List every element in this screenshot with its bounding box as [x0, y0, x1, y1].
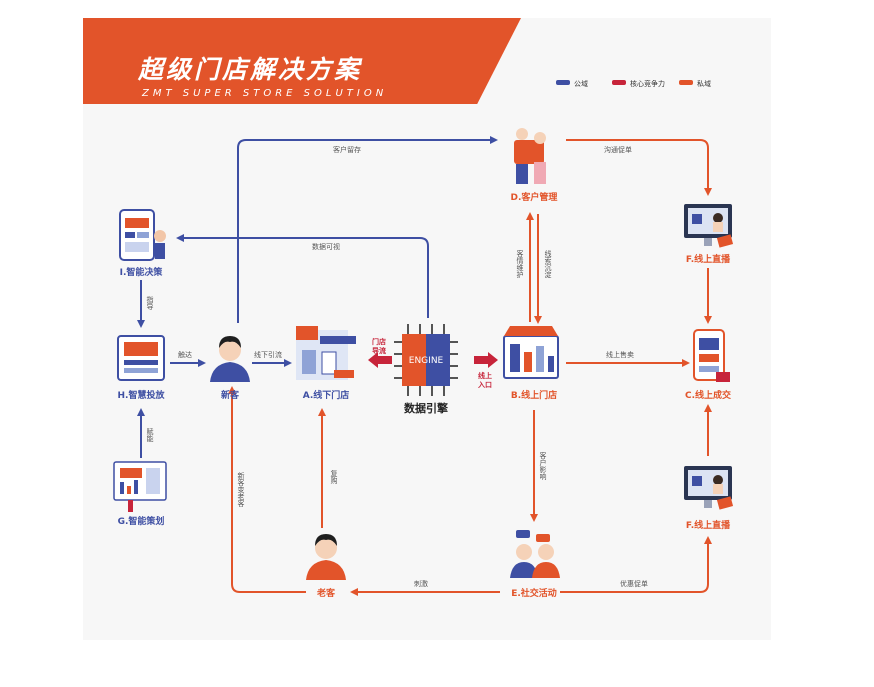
live-stream-top-icon [684, 204, 734, 248]
label-discount-promote: 优惠促单 [620, 579, 648, 588]
label-online-sale: 线上售卖 [606, 350, 634, 359]
page-title: 超级门店解决方案 [138, 55, 363, 84]
edge-data-visual [176, 234, 429, 318]
edge-discount-promote [560, 536, 712, 593]
engine-chip-icon [394, 324, 458, 396]
label-data-visual: 数据可视 [312, 242, 340, 251]
node-old-customer: 老客 [316, 587, 336, 599]
new-customer-avatar [210, 336, 250, 382]
label-lead-settle: 线索沉淀 [544, 249, 552, 279]
page-subtitle: ZMT SUPER STORE SOLUTION [142, 88, 388, 99]
node-live-top: F.线上直播 [686, 253, 731, 265]
smart-planning-icon [113, 461, 167, 512]
label-store-divert-1: 门店 [372, 337, 386, 346]
edge-new-to-old [228, 386, 306, 593]
social-activity-icon [510, 530, 560, 578]
node-online-deal: C.线上成交 [685, 389, 731, 401]
diagram-panel [83, 18, 771, 640]
smart-delivery-icon [117, 335, 165, 381]
label-store-divert-2: 导流 [372, 346, 386, 355]
label-online-entry-1: 线上 [478, 371, 492, 380]
label-new-to-old: 新客变老客 [237, 471, 245, 508]
edge-communicate-promote [566, 139, 712, 196]
legend-label-public: 公域 [574, 79, 588, 88]
label-stimulate: 刺激 [414, 579, 428, 588]
label-offline-lead: 线下引流 [254, 350, 282, 359]
label-customer-influence: 客户影响 [539, 451, 547, 481]
node-smart-delivery: H.智慧投放 [118, 389, 166, 401]
node-new-customer: 新客 [221, 389, 240, 401]
label-empower: 赋能 [146, 428, 154, 443]
divert-arrow-icon [368, 352, 392, 368]
legend-swatch-public [556, 80, 570, 85]
offline-store-icon [296, 326, 356, 380]
legend: 公域 核心竞争力 私域 [556, 79, 711, 88]
smart-decision-icon [119, 209, 166, 261]
edge-customer-retain [237, 136, 498, 323]
customer-mgmt-icon [514, 128, 546, 184]
node-smart-planning: G.智能策划 [118, 515, 165, 527]
node-offline-store: A.线下门店 [303, 389, 350, 401]
node-social: E.社交活动 [511, 587, 557, 599]
online-deal-icon [693, 329, 730, 382]
label-emotion-maintain: 客情维护 [516, 249, 524, 279]
node-engine: 数据引擎 [404, 401, 448, 415]
node-live-bottom: F.线上直播 [686, 519, 731, 531]
old-customer-avatar [306, 534, 346, 580]
label-guide: 指导 [146, 295, 154, 310]
node-online-store: B.线上门店 [511, 389, 557, 401]
live-stream-bottom-icon [684, 466, 734, 510]
label-reach: 触达 [178, 350, 192, 359]
header-banner [83, 18, 521, 104]
engine-chip-label: ENGINE [409, 356, 444, 366]
entry-arrow-icon [474, 352, 498, 368]
legend-label-private: 私域 [697, 79, 711, 88]
legend-swatch-core [612, 80, 626, 85]
label-customer-retain: 客户留存 [333, 145, 361, 154]
online-store-icon [503, 326, 559, 379]
label-online-entry-2: 入口 [477, 381, 492, 389]
label-repurchase: 复购 [330, 469, 338, 485]
node-customer-mgmt: D.客户管理 [511, 191, 558, 203]
node-smart-decision: I.智能决策 [120, 266, 164, 278]
label-communicate-promote: 沟通促单 [604, 145, 632, 154]
legend-label-core: 核心竞争力 [630, 79, 665, 88]
legend-swatch-private [679, 80, 693, 85]
